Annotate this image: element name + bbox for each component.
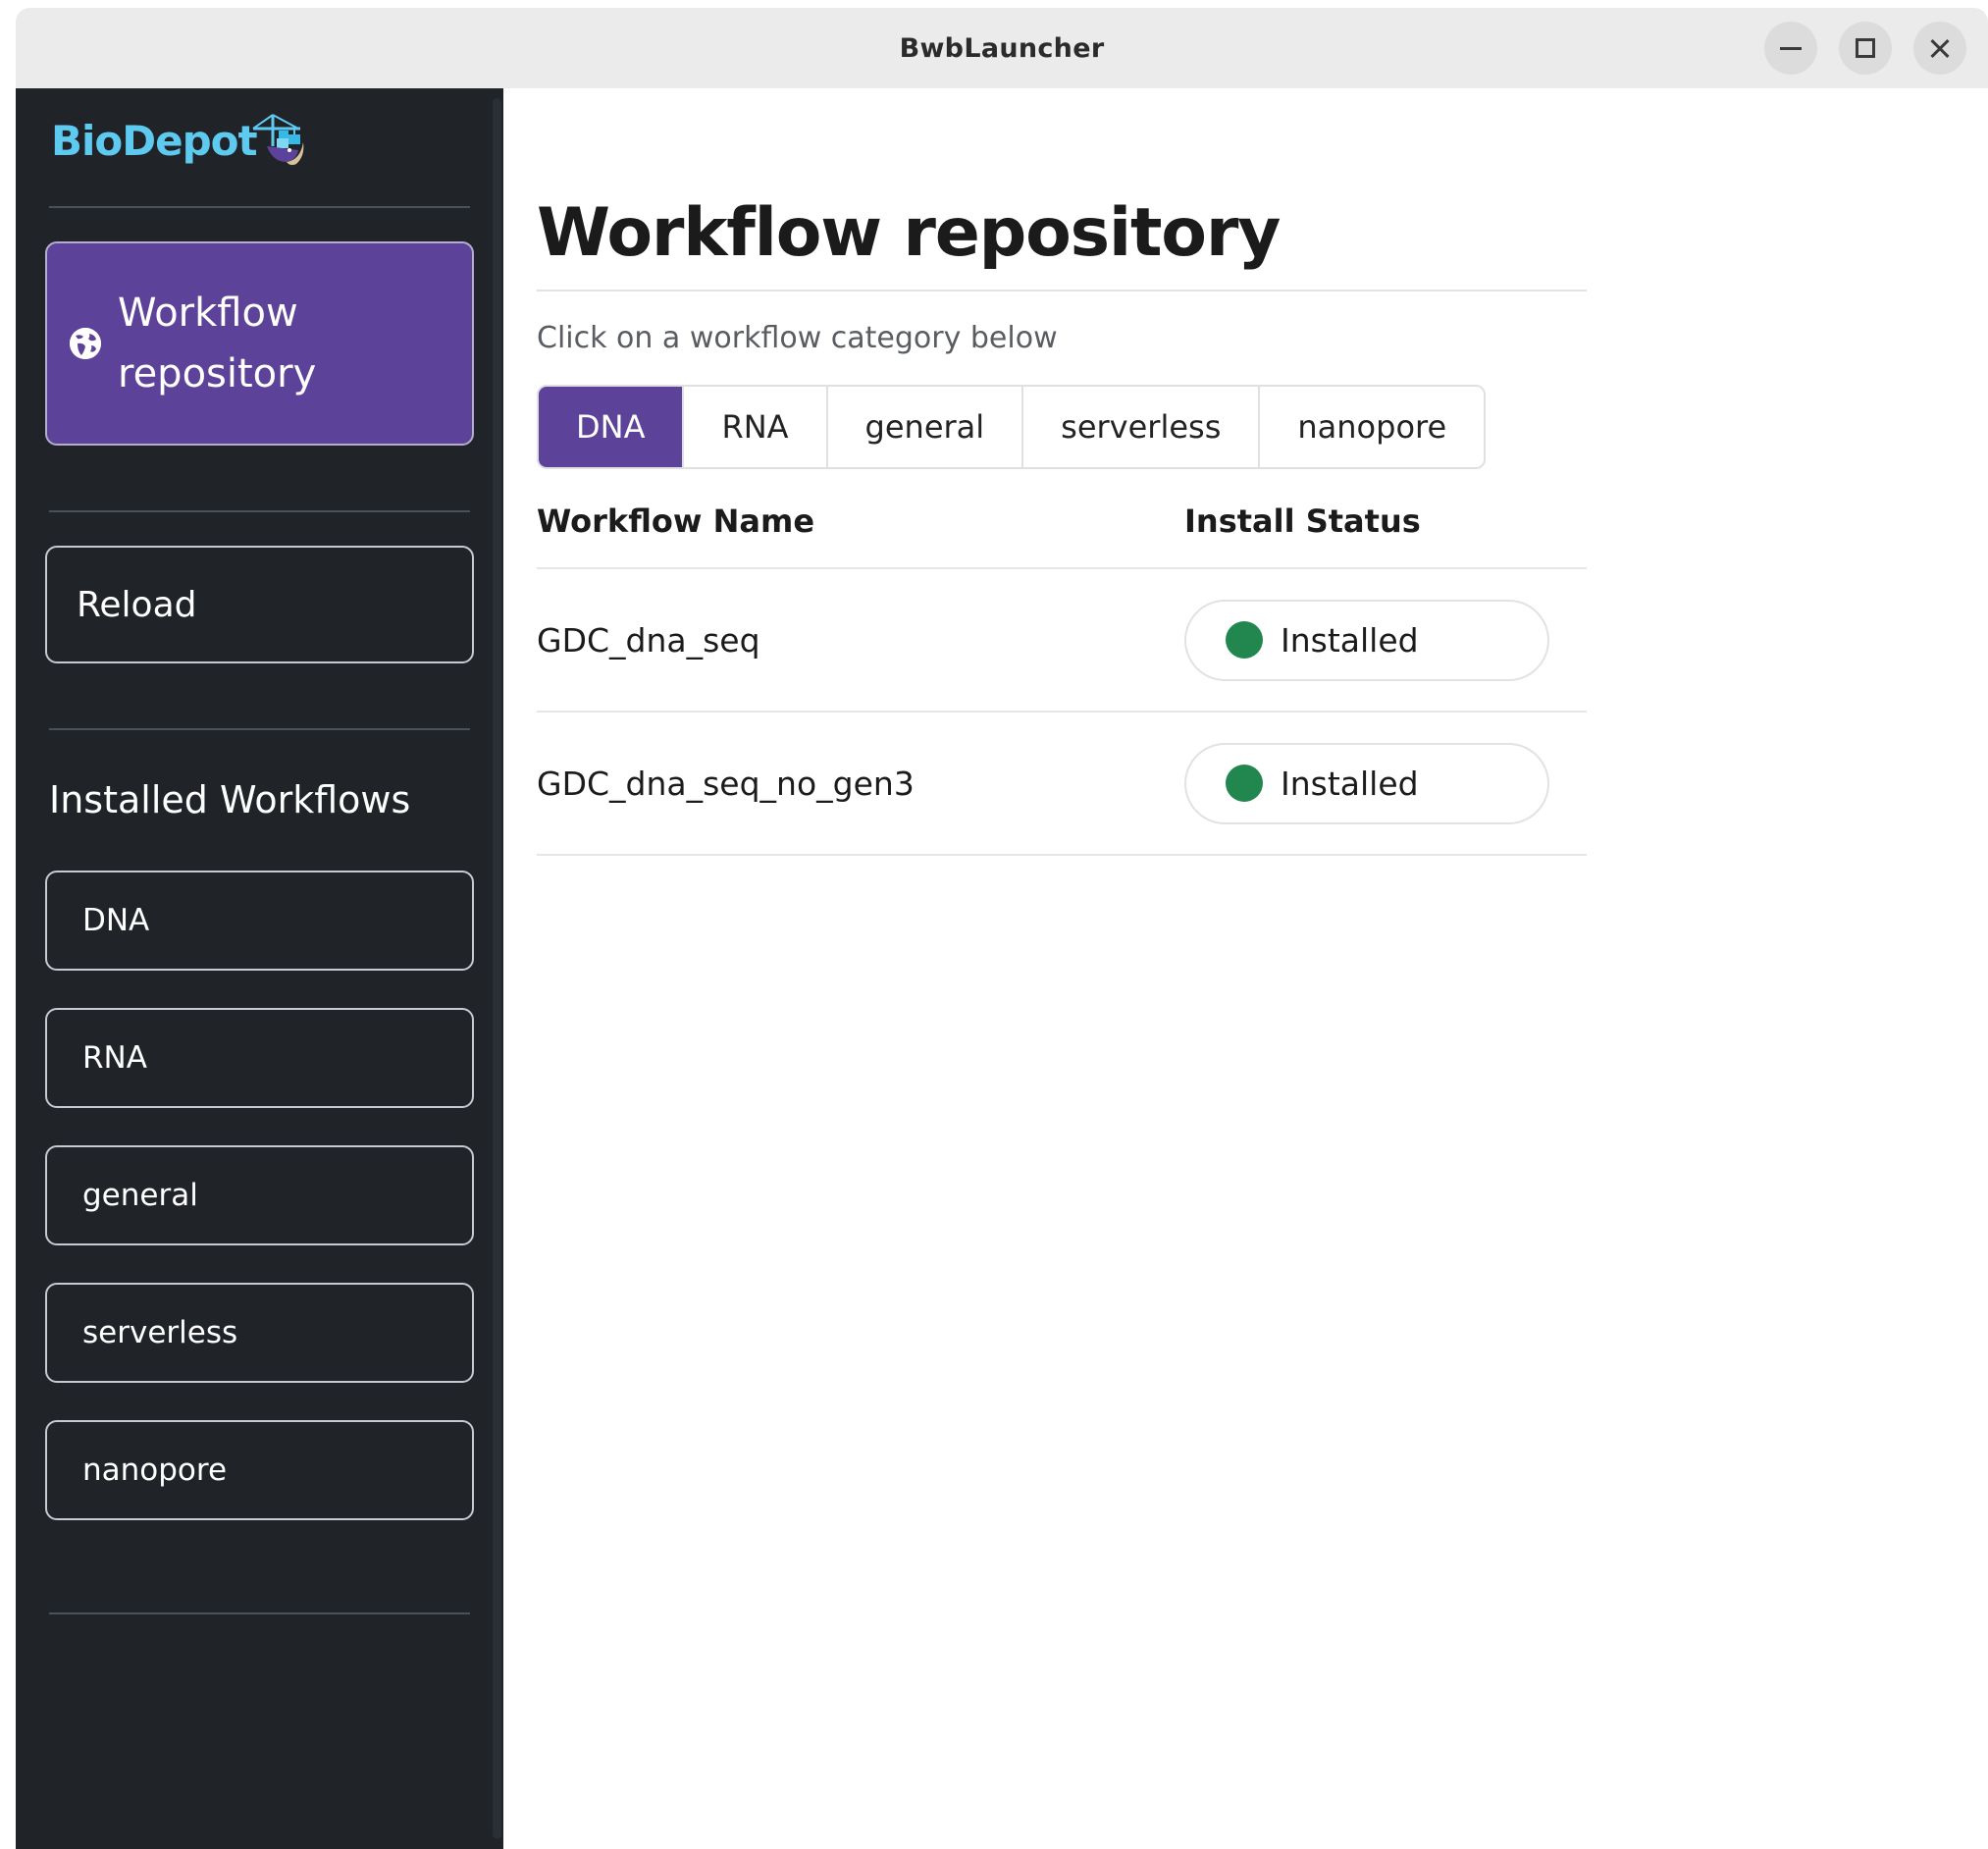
globe-icon xyxy=(63,321,108,366)
sidebar-divider-bottom xyxy=(49,1611,470,1614)
column-header-install-status: Install Status xyxy=(1184,502,1421,541)
status-dot-icon xyxy=(1226,621,1263,660)
workflow-name: GDC_dna_seq xyxy=(537,620,760,660)
close-button[interactable] xyxy=(1913,22,1966,75)
tab-general[interactable]: general xyxy=(827,387,1024,468)
page-title: Workflow repository xyxy=(537,194,1281,272)
category-tabs: DNA RNA general serverless nanopore xyxy=(537,385,1487,470)
status-label: Installed xyxy=(1281,764,1419,803)
minimize-icon xyxy=(1780,46,1802,50)
table-header-row: Workflow Name Install Status xyxy=(537,502,1587,570)
title-divider xyxy=(537,290,1587,292)
installed-workflows-heading: Installed Workflows xyxy=(49,778,411,821)
main-content: Workflow repository Click on a workflow … xyxy=(503,88,1988,1849)
sidebar: BioDepot xyxy=(16,88,503,1849)
sidebar-category-rna[interactable]: RNA xyxy=(45,1007,474,1108)
sidebar-category-label: nanopore xyxy=(82,1452,228,1488)
status-label: Installed xyxy=(1281,620,1419,660)
table-row[interactable]: GDC_dna_seq Installed xyxy=(537,569,1587,713)
workflow-table: Workflow Name Install Status GDC_dna_seq… xyxy=(537,502,1587,857)
table-row[interactable]: GDC_dna_seq_no_gen3 Installed xyxy=(537,713,1587,857)
sidebar-scrollbar[interactable] xyxy=(493,98,501,1839)
workflow-name: GDC_dna_seq_no_gen3 xyxy=(537,764,915,803)
maximize-button[interactable] xyxy=(1839,22,1892,75)
title-bar[interactable]: BwbLauncher xyxy=(16,8,1988,88)
reload-button[interactable]: Reload xyxy=(45,546,474,663)
close-icon xyxy=(1928,36,1952,60)
status-badge[interactable]: Installed xyxy=(1184,599,1549,681)
tab-rna[interactable]: RNA xyxy=(684,387,828,468)
sidebar-category-label: DNA xyxy=(82,902,150,938)
sidebar-category-label: serverless xyxy=(82,1314,238,1350)
sidebar-category-serverless[interactable]: serverless xyxy=(45,1282,474,1383)
reload-button-label: Reload xyxy=(77,584,197,625)
window-body: BioDepot xyxy=(16,88,1988,1849)
brand-name: BioDepot xyxy=(51,117,258,165)
status-badge[interactable]: Installed xyxy=(1184,742,1549,824)
column-header-workflow-name: Workflow Name xyxy=(537,502,815,541)
status-cell: Installed xyxy=(1184,742,1587,824)
tab-serverless[interactable]: serverless xyxy=(1023,387,1261,468)
window-controls xyxy=(1764,8,1966,88)
window-title: BwbLauncher xyxy=(899,32,1105,64)
status-dot-icon xyxy=(1226,765,1263,803)
sidebar-category-general[interactable]: general xyxy=(45,1144,474,1245)
maximize-icon xyxy=(1856,38,1875,58)
tab-dna[interactable]: DNA xyxy=(539,387,685,468)
status-cell: Installed xyxy=(1184,599,1587,681)
sidebar-category-nanopore[interactable]: nanopore xyxy=(45,1419,474,1520)
sidebar-divider-top xyxy=(49,206,470,208)
sidebar-divider-middle xyxy=(49,510,470,512)
sidebar-category-label: general xyxy=(82,1177,198,1213)
sidebar-item-workflow-repository[interactable]: Workflow repository xyxy=(45,241,474,446)
sidebar-category-dna[interactable]: DNA xyxy=(45,870,474,971)
minimize-button[interactable] xyxy=(1764,22,1817,75)
sidebar-item-label: Workflow repository xyxy=(118,291,317,396)
sidebar-category-label: RNA xyxy=(82,1039,147,1076)
application-window: BwbLauncher BioDepot xyxy=(16,8,1988,1849)
crane-whale-logo-icon xyxy=(243,113,306,170)
sidebar-divider-installed xyxy=(49,728,470,730)
page-subtitle: Click on a workflow category below xyxy=(537,321,1058,356)
tab-nanopore[interactable]: nanopore xyxy=(1260,387,1485,468)
brand-logo: BioDepot xyxy=(45,88,474,194)
